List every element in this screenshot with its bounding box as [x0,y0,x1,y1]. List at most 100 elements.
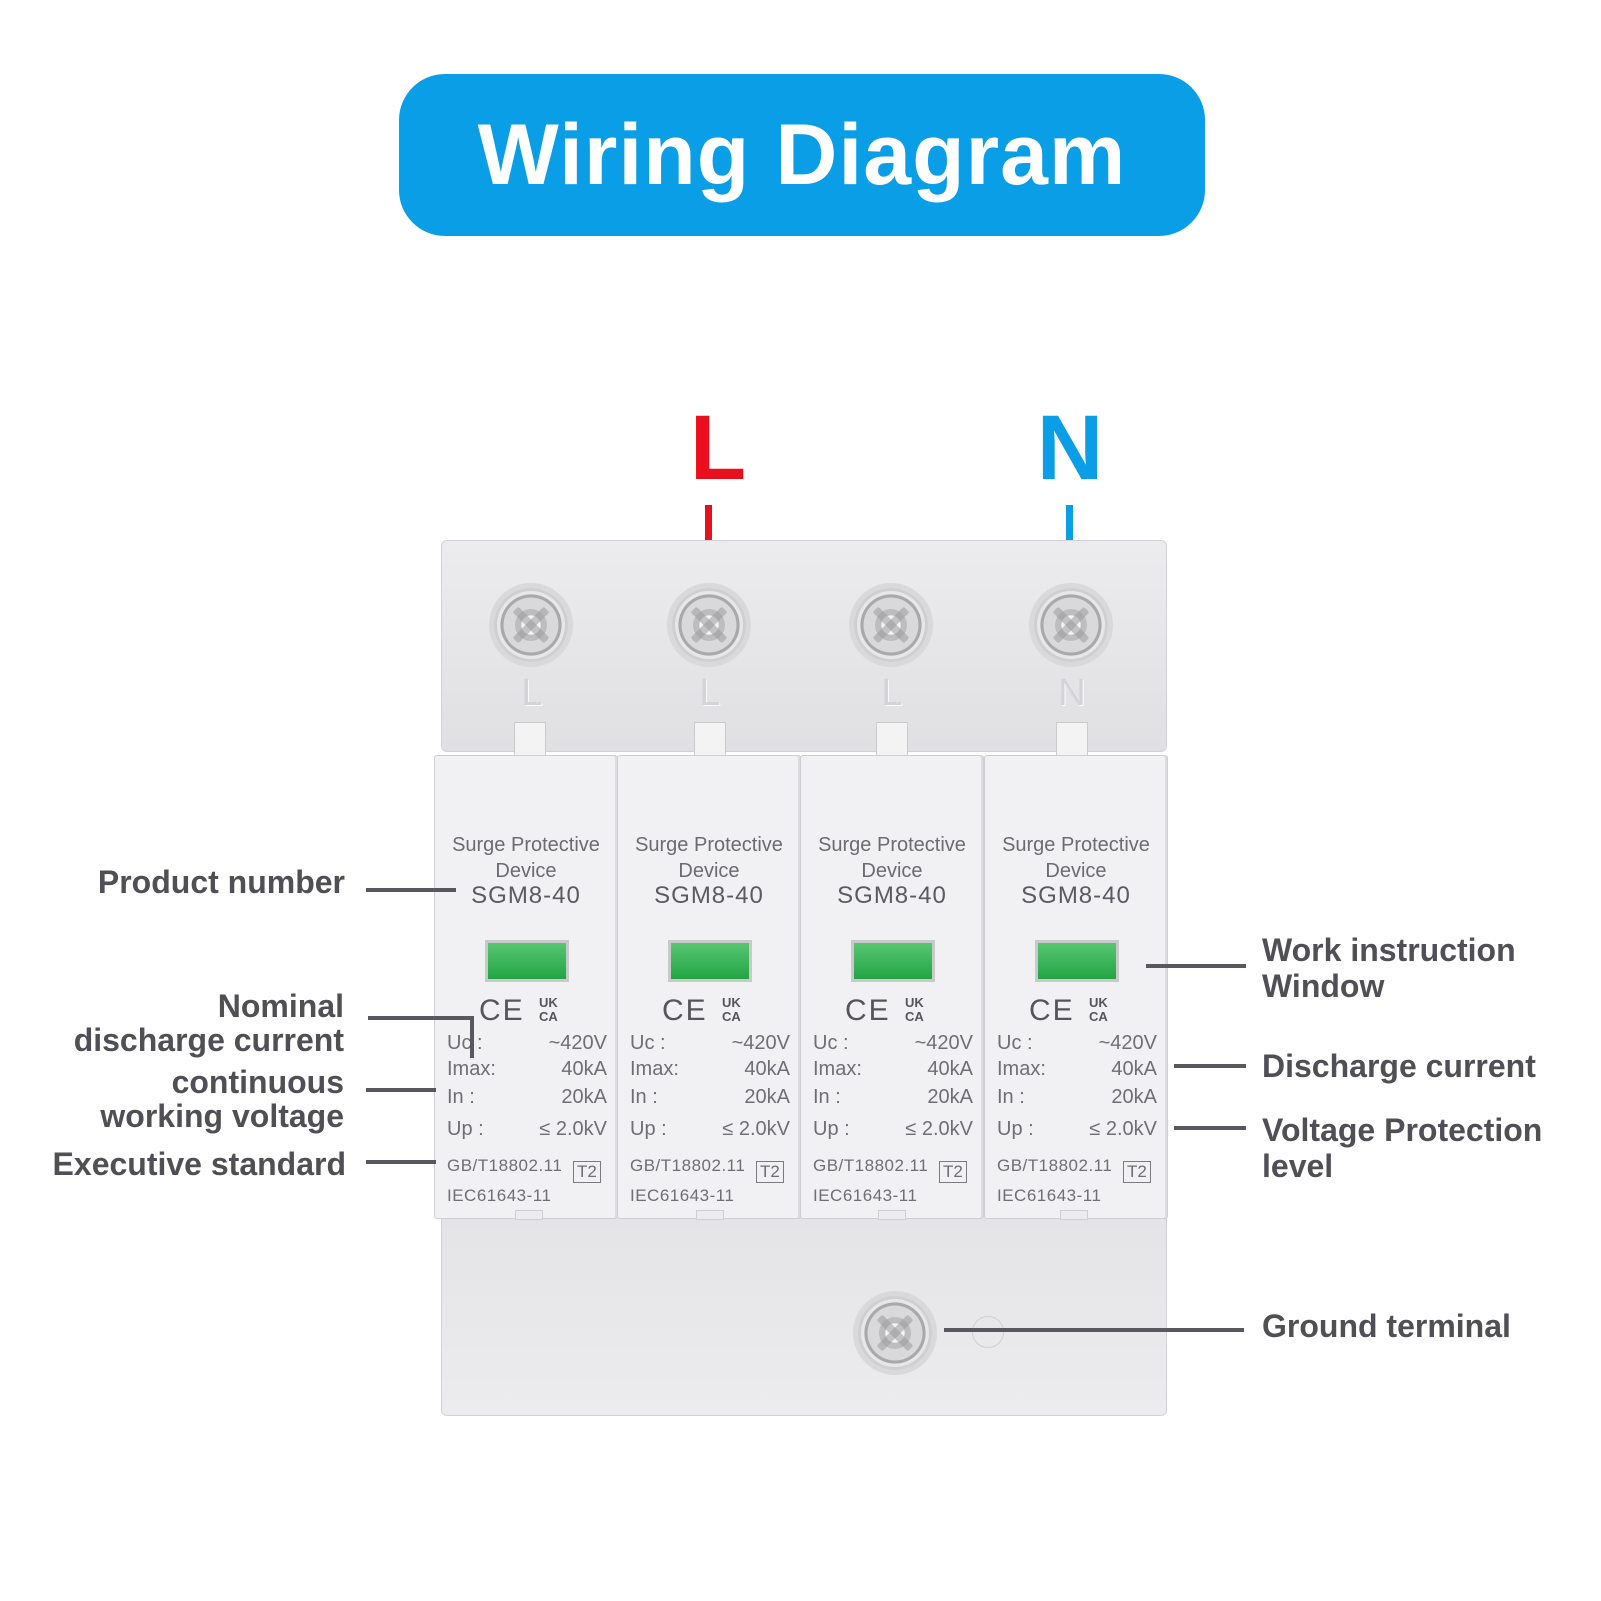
callout-nominal-line1: Nominal [217,988,344,1024]
module-clip-2 [694,722,726,758]
in-label: In : [630,1086,658,1108]
ukca-mark-top: UK [539,995,558,1010]
bottom-clip-4 [1060,1210,1088,1220]
module-model: SGM8-40 [654,882,764,909]
imax-value: 40kA [1111,1058,1157,1080]
type-badge: T2 [939,1161,967,1183]
ukca-mark-bottom: CA [539,1009,558,1024]
up-value: ≤ 2.0kV [539,1118,607,1140]
imax-label: Imax: [813,1058,862,1080]
ce-mark: CE [845,994,891,1027]
callout-discharge-current: Discharge current [1262,1048,1536,1084]
uc-value: ~420V [548,1032,607,1054]
up-value: ≤ 2.0kV [905,1118,973,1140]
module-title: Surge Protective [818,834,966,856]
callout-continuous-line2: working voltage [100,1098,344,1134]
standard-gb: GB/T18802.11 [630,1156,746,1175]
in-value: 20kA [561,1086,607,1108]
up-label: Up : [447,1118,484,1140]
neutral-phase-label: N [1036,397,1104,499]
leader-work-window [1146,964,1246,968]
module-clip-3 [876,722,908,758]
bottom-clip-2 [696,1210,724,1220]
line-phase-label: L [689,397,747,499]
leader-voltage-protection [1174,1126,1246,1130]
terminal-screw-2 [672,588,746,662]
ce-mark: CE [662,994,708,1027]
imax-value: 40kA [561,1058,607,1080]
terminal-label-4: N [1058,672,1086,714]
callout-continuous-line1: continuous [171,1064,344,1100]
standard-iec: IEC61643-11 [813,1186,918,1205]
up-label: Up : [997,1118,1034,1140]
callout-executive-standard: Executive standard [52,1146,346,1182]
ukca-mark-bottom: CA [1089,1009,1108,1024]
leader-discharge-current [1174,1064,1246,1068]
imax-value: 40kA [927,1058,973,1080]
uc-label: Uc : [630,1032,666,1054]
bottom-clip-1 [515,1210,543,1220]
ground-symbol-icon [972,1316,1004,1348]
callout-window-line2: Window [1262,968,1385,1004]
module-model: SGM8-40 [837,882,947,909]
type-badge: T2 [573,1161,601,1183]
status-window [485,940,569,982]
ukca-mark-top: UK [722,995,741,1010]
ukca-mark-bottom: CA [722,1009,741,1024]
ukca-mark-top: UK [1089,995,1108,1010]
up-label: Up : [630,1118,667,1140]
uc-value: ~420V [914,1032,973,1054]
title-banner: Wiring Diagram [399,74,1205,236]
module-title: Surge Protective [635,834,783,856]
imax-label: Imax: [997,1058,1046,1080]
module-subtitle: Device [1045,860,1107,882]
callout-voltage-protection: Voltage Protection level [1262,1112,1592,1184]
imax-label: Imax: [630,1058,679,1080]
standard-iec: IEC61643-11 [997,1186,1102,1205]
leader-continuous [366,1088,436,1092]
terminal-screw-4 [1034,588,1108,662]
callout-nominal-discharge: Nominal discharge current [20,988,344,1058]
callout-work-window: Work instruction Window [1262,932,1592,1004]
uc-label: Uc : [997,1032,1033,1054]
status-window [1035,940,1119,982]
module-subtitle: Device [678,860,740,882]
status-window [851,940,935,982]
up-value: ≤ 2.0kV [722,1118,790,1140]
callout-nominal-line2: discharge current [73,1022,344,1058]
leader-nominal-v [470,1016,474,1058]
module-title: Surge Protective [452,834,600,856]
module-subtitle: Device [861,860,923,882]
leader-nominal-h [368,1016,472,1020]
callout-window-line1: Work instruction [1262,932,1516,968]
callout-vp-line2: level [1262,1148,1334,1184]
module-subtitle: Device [495,860,557,882]
ce-mark: CE [479,994,525,1027]
standard-gb: GB/T18802.11 [997,1156,1113,1175]
terminal-label-2: L [699,672,721,714]
bottom-base-rail [441,1212,1167,1416]
ce-mark: CE [1029,994,1075,1027]
up-label: Up : [813,1118,850,1140]
callout-ground-terminal: Ground terminal [1262,1308,1511,1344]
module-clip-4 [1056,722,1088,758]
terminal-screw-3 [854,588,928,662]
module-model: SGM8-40 [1021,882,1131,909]
callout-vp-line1: Voltage Protection [1262,1112,1543,1148]
uc-label: Uc : [447,1032,483,1054]
in-value: 20kA [744,1086,790,1108]
uc-label: Uc : [813,1032,849,1054]
standard-gb: GB/T18802.11 [813,1156,929,1175]
terminal-label-3: L [881,672,903,714]
terminal-screw-1 [494,588,568,662]
ground-terminal-screw [858,1296,932,1370]
terminal-label-1: L [521,672,543,714]
leader-executive-standard [366,1160,436,1164]
type-badge: T2 [756,1161,784,1183]
imax-value: 40kA [744,1058,790,1080]
uc-value: ~420V [1098,1032,1157,1054]
in-label: In : [447,1086,475,1108]
